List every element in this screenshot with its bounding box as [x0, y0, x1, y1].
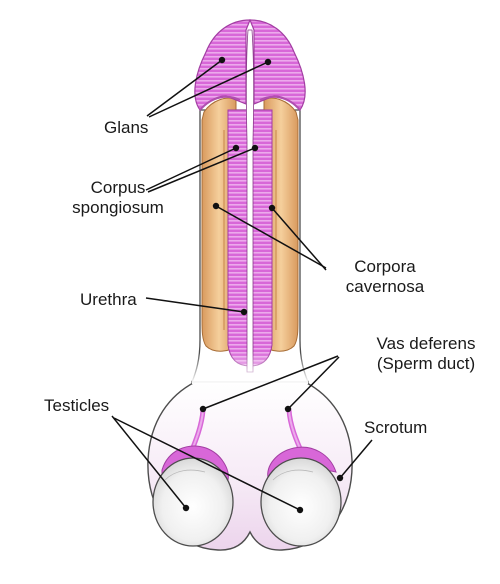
label-vas-deferens: Vas deferens (Sperm duct) [362, 334, 490, 374]
label-urethra: Urethra [80, 290, 137, 309]
label-corpus-spongiosum: Corpus spongiosum [58, 178, 178, 218]
leader-dots [182, 56, 344, 514]
label-corpus-spongiosum-line2: spongiosum [72, 198, 164, 217]
label-testicles: Testicles [44, 396, 110, 415]
leader-lines [111, 59, 373, 511]
testicle-right [260, 457, 342, 547]
label-scrotum: Scrotum [364, 418, 428, 437]
label-vas-deferens-line1: Vas deferens [376, 334, 476, 353]
label-corpora-cavernosa-line2: cavernosa [345, 277, 425, 296]
urethra [245, 29, 255, 373]
label-vas-deferens-line2: (Sperm duct) [376, 354, 476, 373]
label-corpus-spongiosum-line1: Corpus [90, 178, 146, 197]
label-corpora-cavernosa: Corpora cavernosa [330, 257, 440, 297]
testicle-left [152, 457, 234, 547]
label-glans: Glans [104, 118, 149, 137]
label-corpora-cavernosa-line1: Corpora [354, 257, 416, 276]
